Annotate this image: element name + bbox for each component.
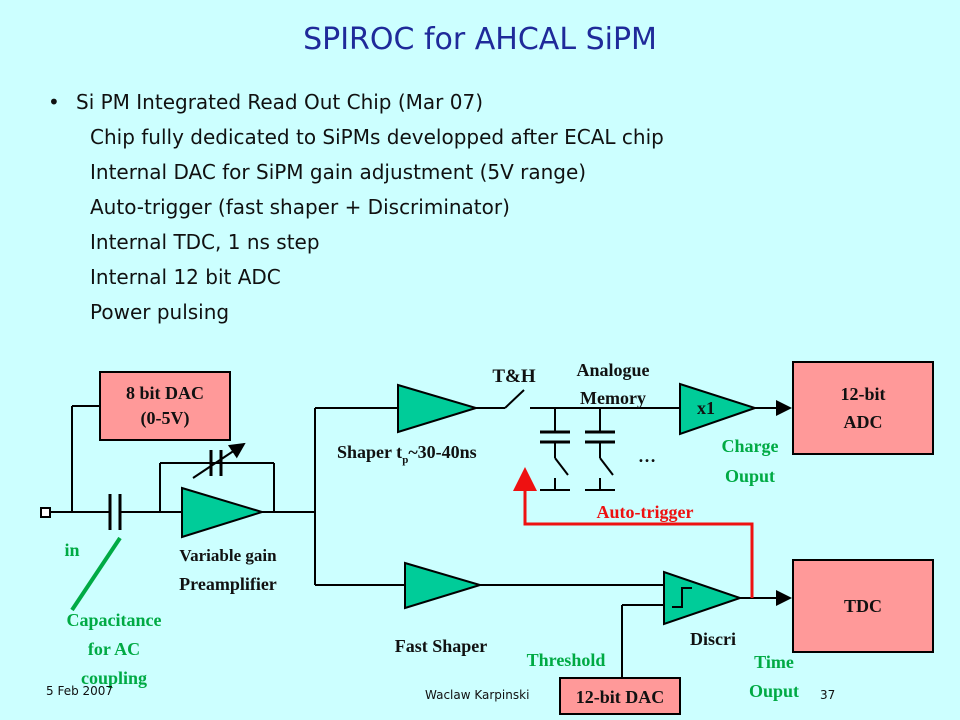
track-hold-label: T&H bbox=[492, 366, 536, 387]
discriminator-triangle bbox=[663, 570, 744, 626]
dac8-label-1: 8 bit DAC bbox=[126, 383, 204, 403]
analogue-label-2: Memory bbox=[580, 388, 646, 408]
fast-shaper-label: Fast Shaper bbox=[395, 636, 488, 656]
tdc-label: TDC bbox=[844, 596, 882, 616]
memory-cells bbox=[540, 430, 615, 444]
charge-label-2: Ouput bbox=[725, 466, 775, 486]
ellipsis: … bbox=[638, 446, 656, 466]
preamp-label-1: Variable gain bbox=[179, 546, 277, 565]
bullet-item: Si PM Integrated Read Out Chip (Mar 07) bbox=[76, 90, 484, 114]
coupling-capacitor bbox=[108, 494, 122, 530]
preamp-label-2: Preamplifier bbox=[179, 574, 277, 594]
adc-label-1: 12-bit bbox=[841, 384, 886, 404]
auto-trigger-label: Auto-trigger bbox=[597, 502, 694, 522]
auto-trigger-wire bbox=[513, 467, 754, 598]
sub-item: Chip fully dedicated to SiPMs developped… bbox=[90, 125, 664, 149]
capacitance-pointer bbox=[70, 536, 122, 612]
footer-date: 5 Feb 2007 bbox=[46, 684, 114, 698]
cap-label-2: for AC bbox=[88, 639, 140, 659]
input-node bbox=[40, 507, 51, 518]
cap-label-1: Capacitance bbox=[67, 610, 162, 630]
sub-item: Internal TDC, 1 ns step bbox=[90, 230, 320, 254]
dac12-label: 12-bit DAC bbox=[576, 687, 665, 707]
sub-item: Internal DAC for SiPM gain adjustment (5… bbox=[90, 160, 587, 184]
analogue-label-1: Analogue bbox=[576, 360, 649, 380]
threshold-label: Threshold bbox=[527, 650, 606, 670]
discri-label: Discri bbox=[690, 629, 736, 649]
bullet-marker: • bbox=[48, 90, 60, 114]
dac8-label-2: (0-5V) bbox=[141, 408, 190, 429]
buffer-triangle bbox=[679, 382, 759, 436]
memory-switches bbox=[540, 442, 615, 491]
footer-author: Waclaw Karpinski bbox=[425, 688, 530, 702]
buffer-label: x1 bbox=[697, 398, 715, 418]
time-label-1: Time bbox=[754, 652, 794, 672]
input-label: in bbox=[64, 540, 79, 560]
adc-block bbox=[792, 361, 934, 455]
slow-shaper-triangle bbox=[397, 383, 480, 434]
dac-8bit-block bbox=[99, 371, 231, 441]
sub-item: Power pulsing bbox=[90, 300, 230, 324]
cap-label-3: coupling bbox=[81, 668, 147, 688]
charge-label-1: Charge bbox=[722, 436, 779, 456]
footer-page-number: 37 bbox=[820, 688, 836, 702]
variable-arrow bbox=[192, 442, 246, 479]
sub-item: Auto-trigger (fast shaper + Discriminato… bbox=[90, 195, 510, 219]
hysteresis-icon bbox=[672, 587, 692, 608]
adc-label-2: ADC bbox=[844, 412, 883, 432]
time-label-2: Ouput bbox=[749, 681, 799, 701]
tdc-block bbox=[792, 559, 934, 653]
fast-shaper-triangle bbox=[404, 561, 484, 610]
slide-title: SPIROC for AHCAL SiPM bbox=[303, 22, 657, 57]
feedback-capacitor bbox=[209, 450, 223, 476]
sub-item: Internal 12 bit ADC bbox=[90, 265, 281, 289]
shaper-label: Shaper tp~30-40ns bbox=[337, 442, 477, 466]
preamplifier-triangle bbox=[181, 486, 266, 539]
dac-12bit-block bbox=[559, 677, 681, 715]
wires bbox=[50, 389, 792, 680]
